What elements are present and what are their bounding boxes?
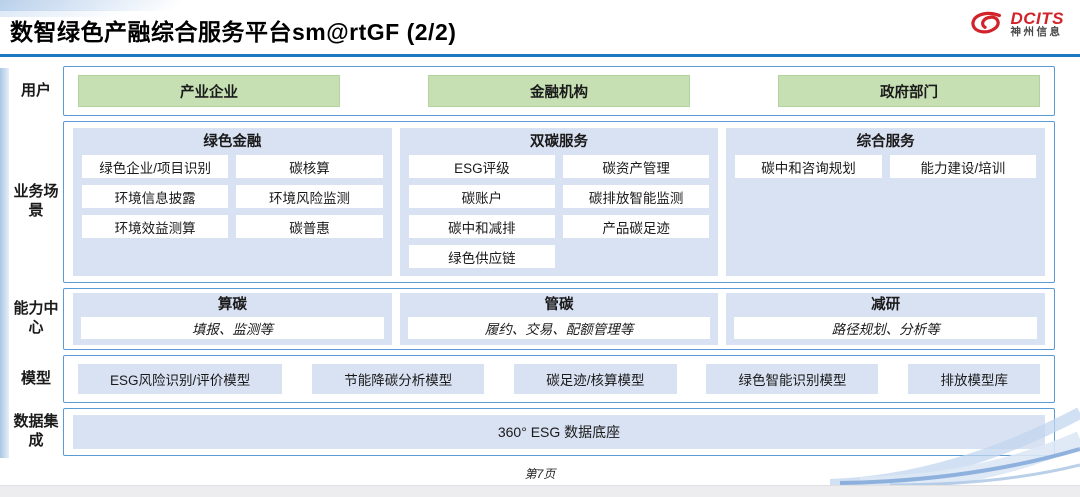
row-scenarios: 业务场景 绿色金融 绿色企业/项目识别 碳核算 环境信息披露 环境风险监测 环境… [9, 121, 1055, 283]
model-item: 节能降碳分析模型 [312, 364, 485, 394]
row-label-scenarios: 业务场景 [13, 183, 59, 219]
dcits-swirl-icon [970, 11, 1001, 34]
models-box: ESG风险识别/评价模型 节能降碳分析模型 碳足迹/核算模型 绿色智能识别模型 … [63, 355, 1055, 403]
bottom-bar [0, 485, 1080, 497]
scenario-item: 碳中和咨询规划 [735, 155, 882, 178]
row-label-capabilities: 能力中心 [13, 300, 59, 336]
scenario-item: 碳普惠 [236, 215, 383, 238]
page-title: 数智绿色产融综合服务平台sm@rtGF (2/2) [10, 19, 457, 45]
model-item: 绿色智能识别模型 [706, 364, 879, 394]
panel-green-finance: 绿色金融 绿色企业/项目识别 碳核算 环境信息披露 环境风险监测 环境效益测算 … [73, 128, 392, 276]
capability-desc: 路径规划、分析等 [734, 317, 1038, 339]
scenario-item: 环境信息披露 [82, 185, 229, 208]
panel-title: 双碳服务 [530, 134, 588, 150]
architecture-diagram: 用户 产业企业 金融机构 政府部门 业务场景 绿色金融 绿色企业/项目识别 [0, 62, 1080, 462]
logo-company: 神州信息 [1010, 26, 1063, 39]
scenario-item: 碳核算 [236, 155, 383, 178]
scenario-item: 产品碳足迹 [563, 215, 710, 238]
scenario-item: 碳排放智能监测 [563, 185, 710, 208]
logo-text: DCITS 神州信息 [1010, 8, 1065, 39]
capability-title: 算碳 [217, 297, 247, 313]
left-accent-bar [0, 68, 9, 458]
panel-title: 绿色金融 [203, 134, 262, 150]
user-group-industry: 产业企业 [78, 75, 340, 107]
panel-comprehensive-service: 综合服务 碳中和咨询规划 能力建设/培训 [726, 128, 1046, 276]
row-label-users: 用户 [20, 81, 51, 99]
capability-desc: 履约、交易、配额管理等 [407, 317, 711, 339]
panel-title: 综合服务 [856, 134, 915, 150]
capability-manage-carbon: 管碳 履约、交易、配额管理等 [399, 293, 719, 345]
scenario-item: 碳中和减排 [408, 215, 555, 238]
model-item: ESG风险识别/评价模型 [78, 364, 283, 394]
data-base-item: 360° ESG 数据底座 [73, 415, 1045, 449]
panel-dual-carbon: 双碳服务 ESG评级 碳资产管理 碳账户 碳排放智能监测 碳中和减排 产品碳足迹… [399, 128, 719, 276]
page-number: 第7页 [524, 467, 556, 481]
row-models: 模型 ESG风险识别/评价模型 节能降碳分析模型 碳足迹/核算模型 绿色智能识别… [9, 355, 1055, 403]
model-item: 碳足迹/核算模型 [514, 364, 677, 394]
data-integration-box: 360° ESG 数据底座 [63, 408, 1055, 456]
capability-calc-carbon: 算碳 填报、监测等 [73, 293, 392, 345]
capabilities-box: 算碳 填报、监测等 管碳 履约、交易、配额管理等 减研 路径规划、分析等 [63, 288, 1055, 350]
logo-brand: DCITS [1010, 8, 1064, 28]
capability-title: 减研 [871, 297, 901, 313]
row-data-integration: 数据集成 360° ESG 数据底座 [9, 408, 1055, 456]
top-left-streak-decoration [0, 0, 277, 11]
scenario-item: 碳账户 [408, 185, 555, 208]
capability-reduce-research: 减研 路径规划、分析等 [726, 293, 1046, 345]
scenario-item: 绿色企业/项目识别 [82, 155, 229, 178]
row-label-models: 模型 [20, 369, 51, 387]
capability-title: 管碳 [544, 297, 574, 313]
user-group-financial: 金融机构 [428, 75, 690, 107]
row-users: 用户 产业企业 金融机构 政府部门 [9, 66, 1055, 116]
scenario-item: 碳资产管理 [563, 155, 710, 178]
scenarios-box: 绿色金融 绿色企业/项目识别 碳核算 环境信息披露 环境风险监测 环境效益测算 … [63, 121, 1055, 283]
model-item: 排放模型库 [908, 364, 1040, 394]
brand-logo: DCITS 神州信息 [968, 9, 1065, 39]
scenario-item: 环境风险监测 [236, 185, 383, 208]
users-box: 产业企业 金融机构 政府部门 [63, 66, 1055, 116]
row-label-data-integration: 数据集成 [13, 413, 59, 449]
capability-desc: 填报、监测等 [81, 317, 384, 339]
user-group-government: 政府部门 [778, 75, 1040, 107]
scenario-item: 绿色供应链 [408, 245, 555, 268]
title-divider [0, 54, 1080, 57]
row-capabilities: 能力中心 算碳 填报、监测等 管碳 履约、交易、配额管理等 减研 [9, 288, 1055, 350]
scenario-item: ESG评级 [408, 155, 555, 178]
scenario-item: 能力建设/培训 [889, 155, 1037, 178]
scenario-item: 环境效益测算 [82, 215, 229, 238]
